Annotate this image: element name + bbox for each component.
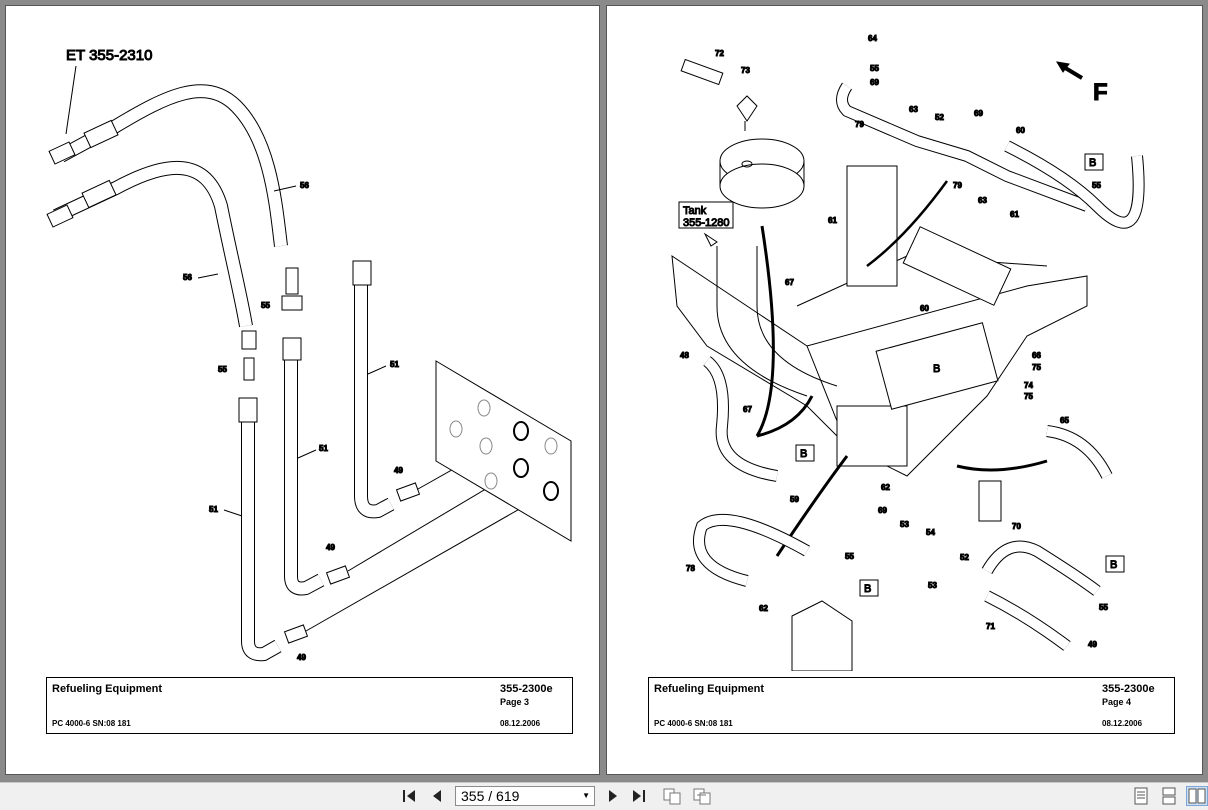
continuous-view-button[interactable] [1158,786,1180,806]
document-page-left: ET 355-2310 [5,5,600,775]
machine-model: PC 4000-6 SN:08 181 [654,719,733,728]
callout-60a: 60 [1016,126,1025,135]
callout-70: 70 [1012,522,1021,531]
chevron-down-icon[interactable]: ▼ [582,791,590,800]
tank-reference: 355-1280 [683,217,730,229]
callout-51c: 51 [209,505,218,514]
callout-78: 78 [686,564,695,573]
copy-icon [663,788,681,805]
callout-62a: 62 [881,483,890,492]
viewer-toolbar: 355 / 619 ▼ [0,782,1208,810]
callout-69a: 69 [870,78,879,87]
refueling-layout-drawing: Tank 355-1280 [671,34,1145,671]
callout-49c: 49 [297,653,306,662]
drawing-title: Refueling Equipment [654,683,764,695]
callout-66: 66 [1032,351,1041,360]
next-page-icon [609,790,617,802]
callout-55b: 55 [1092,181,1101,190]
last-page-icon [633,790,645,802]
callout-67a: 67 [785,278,794,287]
callout-67b: 67 [743,405,752,414]
callout-63b: 63 [978,196,987,205]
page-number-input[interactable]: 355 / 619 ▼ [455,786,595,806]
single-page-view-icon [1134,787,1148,805]
previous-page-button[interactable] [426,786,448,806]
callout-75b: 75 [1024,392,1033,401]
copy-button[interactable] [660,786,684,806]
detail-b-4: B [1110,559,1117,571]
callout-74: 74 [1024,381,1033,390]
single-page-view-button[interactable] [1130,786,1152,806]
callout-53a: 53 [900,520,909,529]
drawing-title: Refueling Equipment [52,683,162,695]
callout-79a: 79 [855,120,864,129]
detail-b-5: B [933,363,940,375]
detail-b-3: B [864,583,871,595]
callout-55a: 55 [261,301,270,310]
callout-79b: 79 [953,181,962,190]
callout-75a: 75 [1032,363,1041,372]
drawing-date: 08.12.2006 [1102,719,1143,728]
callout-64: 64 [868,34,877,43]
drawing-date: 08.12.2006 [500,719,541,728]
two-page-view-button[interactable] [1186,786,1208,806]
callout-51a: 51 [390,360,399,369]
callout-60b: 60 [920,304,929,313]
callout-56a: 56 [300,181,309,190]
callout-61b: 61 [828,216,837,225]
callout-51b: 51 [319,444,328,453]
last-page-button[interactable] [628,786,652,806]
page-number: Page 3 [500,697,530,707]
callout-69b: 69 [974,109,983,118]
callout-53b: 53 [928,581,937,590]
detail-b-2: B [800,448,807,460]
et-reference-label: ET 355-2310 [66,47,152,64]
callout-61a: 61 [1010,210,1019,219]
hose-assembly-drawing: ET 355-2310 [46,47,572,663]
machine-model: PC 4000-6 SN:08 181 [52,719,131,728]
document-page-right: Tank 355-1280 [606,5,1203,775]
paste-button[interactable] [690,786,714,806]
title-block: Refueling Equipment 355-2300e Page 4 PC … [648,677,1175,734]
document-number: 355-2300e [500,683,553,695]
callout-55a: 55 [870,64,879,73]
callout-49a: 49 [394,466,403,475]
callout-59: 59 [790,495,799,504]
callout-52a: 52 [935,113,944,122]
first-page-button[interactable] [398,786,420,806]
callout-49b: 49 [326,543,335,552]
callout-65: 65 [1060,416,1069,425]
first-page-icon [403,790,415,802]
callout-69c: 69 [878,506,887,515]
callout-48: 48 [680,351,689,360]
callout-54: 54 [926,528,935,537]
next-page-button[interactable] [602,786,624,806]
two-page-view-icon [1188,788,1206,804]
callout-55d: 55 [1099,603,1108,612]
callout-62b: 62 [759,604,768,613]
callout-72: 72 [715,49,724,58]
callout-63a: 63 [909,105,918,114]
callout-55b: 55 [218,365,227,374]
paste-icon [693,788,711,805]
callout-56b: 56 [183,273,192,282]
callout-73: 73 [741,66,750,75]
document-number: 355-2300e [1102,683,1155,695]
callout-55c: 55 [845,552,854,561]
callout-49: 49 [1088,640,1097,649]
callout-52b: 52 [960,553,969,562]
page-number: Page 4 [1102,697,1132,707]
tank-label: Tank [683,205,707,217]
prev-page-icon [433,790,441,802]
page-indicator: 355 / 619 [461,788,520,804]
callout-71: 71 [986,622,995,631]
direction-label: F [1093,79,1108,106]
title-block: Refueling Equipment 355-2300e Page 3 PC … [46,677,573,734]
detail-b-1: B [1089,157,1096,169]
continuous-view-icon [1162,787,1176,805]
